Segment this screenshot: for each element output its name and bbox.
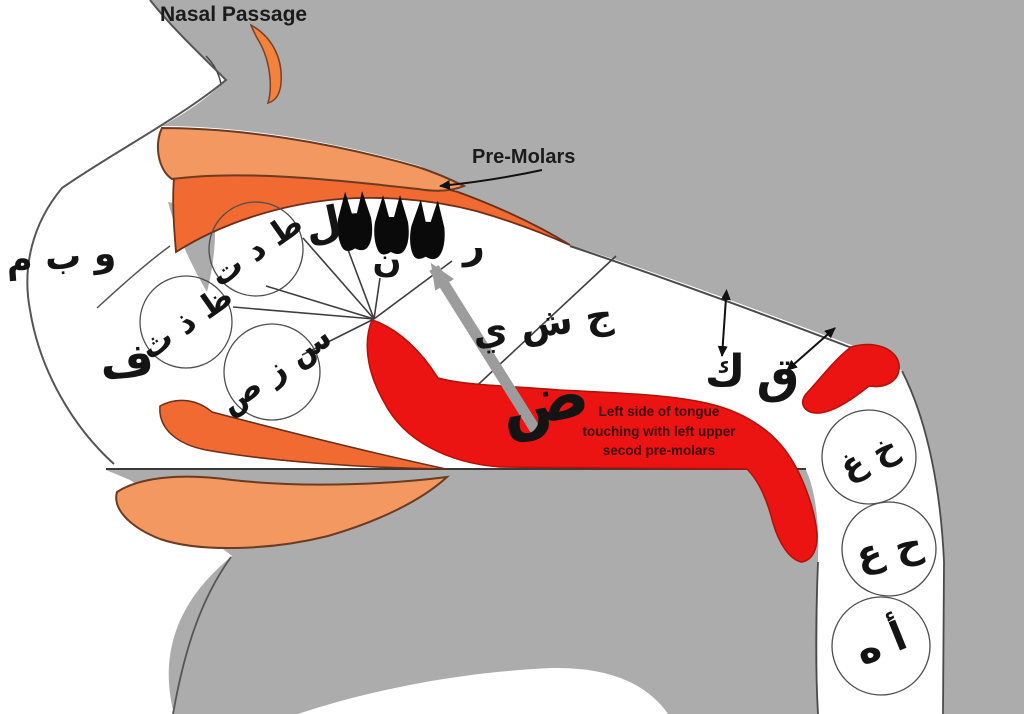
letter-kaf: ك [704,346,746,397]
tongue-note-line2: touching with left upper [582,423,736,439]
tongue-note-line1: Left side of tongue [598,404,720,419]
circle-alveolar [208,201,304,297]
letter-daad: ض [493,354,595,446]
nasal-passage-label: Nasal Passage [160,3,308,26]
tongue-note-line3: secod pre-molars [602,443,716,459]
pre-molars-label: Pre-Molars [472,146,576,168]
letter-circles [139,201,937,696]
circle-pharyngeal [841,501,937,597]
face-profile-line [26,0,228,465]
letter-noon: ن [372,241,402,281]
throat-left-edge [815,561,819,714]
pre-molar-teeth [337,191,445,260]
circle-sibilant [223,323,321,421]
letter-qaf: ق [756,348,800,404]
tooth-2 [374,195,409,255]
face-front-exterior [0,0,226,714]
tongue-to-premolar-arrow [429,262,543,437]
circle-glottal [831,596,931,696]
letters-labial: و ب م [4,233,118,282]
tooth-3 [410,199,445,260]
uvula [801,343,900,414]
qaf-double-arrow [786,327,836,371]
tooth-1 [337,191,373,252]
line-to-dental-circle [232,306,375,320]
circle-dental [139,275,233,369]
line-to-lam [302,237,375,320]
circle-velar [821,409,917,505]
chin-line [172,556,232,714]
throat-right-edge [901,370,945,714]
tongue-note: Left side of tongue touching with left u… [573,402,745,461]
lower-lip [115,475,450,549]
letter-ra: ر [463,223,485,267]
kaf-double-arrow [717,289,731,357]
line-to-teeth [346,246,375,320]
nasal-passage-crescent [249,23,282,105]
line-to-alveolar-circle [265,285,375,320]
lower-gum [159,399,447,470]
mouth-corner-line [96,245,171,309]
pre-molars-arrow [439,169,543,190]
line-to-noon [373,277,381,320]
under-chin-notch [298,667,668,714]
upper-lip [156,126,467,192]
